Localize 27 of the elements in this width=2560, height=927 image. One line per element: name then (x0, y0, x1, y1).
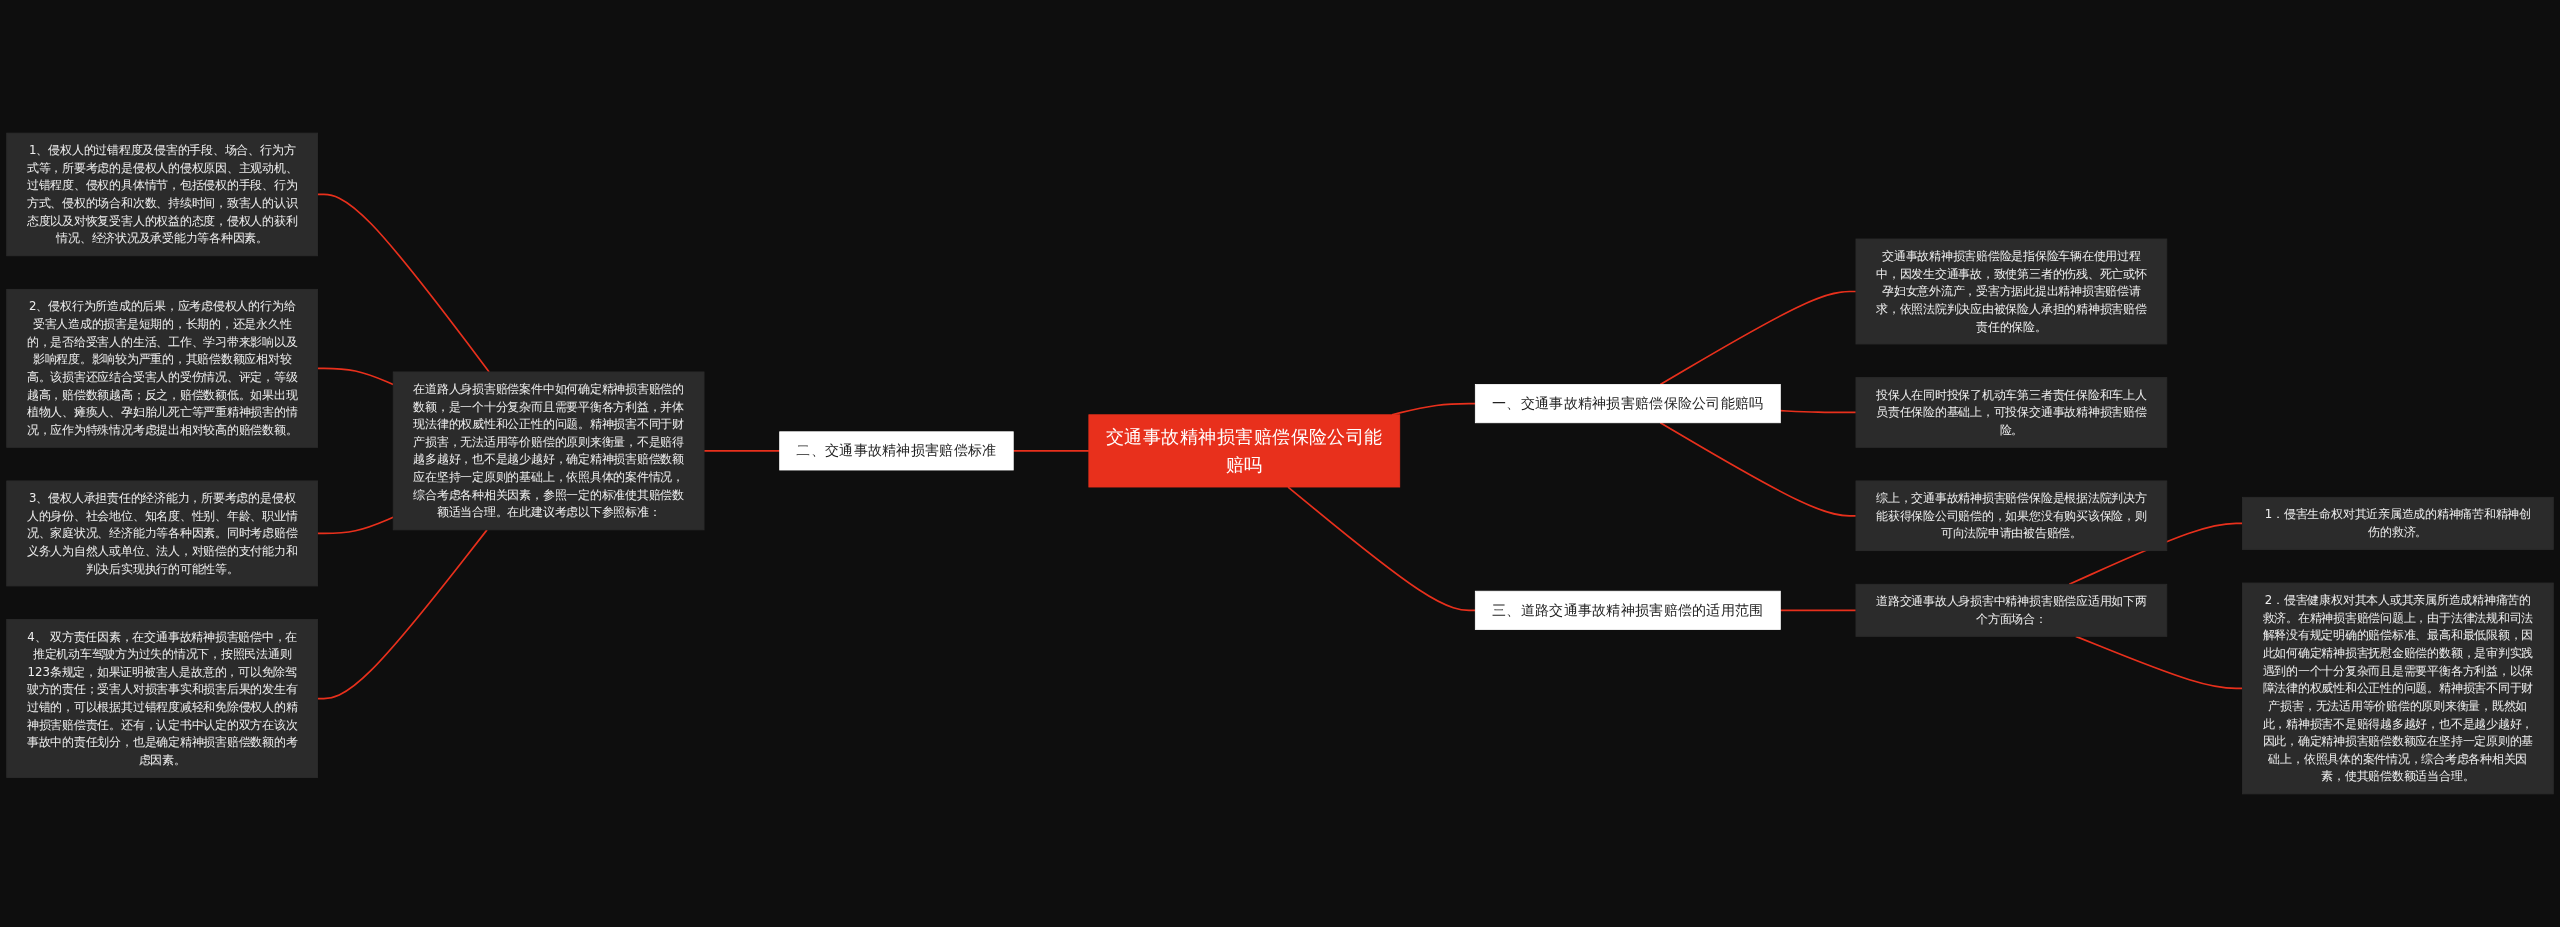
connector (1779, 409, 1857, 414)
connector (316, 367, 395, 386)
node-box: 交通事故精神损害赔偿保险公司能赔吗 (1088, 414, 1401, 488)
node-box: 1、侵权人的过错程度及侵害的手段、场合、行为方式等，所要考虑的是侵权人的侵权原因、主观动机、过错程度、侵权的具体情节，包括侵权的手段、行为方式、侵权的场合和次数、持续时间，致害人的认识态度以及对恢复受害人的权益的态度，侵权人的获利情况、经济状况及承受能力等各种因素。 (6, 132, 318, 257)
node-box: 一、交通事故精神损害赔偿保险公司能赔吗 (1474, 384, 1781, 424)
connector (316, 516, 395, 535)
node-box: 2、侵权行为所造成的后果，应考虑侵权人的行为给受害人造成的损害是短期的，长期的，还是永久性的，是否给受害人的生活、工作、学习带来影响以及影响程度。影响较为严重的，其赔偿数额应相对较高。该损害还应结合受害人的受伤情况、评定，等级越高，赔偿数额越高；反之，赔偿数额低。如果出现植物人、瘫痪人、孕妇胎儿死亡等严重精神损害的情况，应作为特殊情况考虑提出相对较高的赔偿数额。 (6, 288, 318, 448)
node-box: 三、道路交通事故精神损害赔偿的适用范围 (1474, 590, 1781, 630)
node-box: 二、交通事故精神损害赔偿标准 (779, 431, 1014, 471)
node-box: 4、 双方责任因素，在交通事故精神损害赔偿中，在推定机动车驾驶方为过失的情况下，按照民法通则123条规定，如果证明被害人是故意的，可以免除驾驶方的责任；受害人对损害事实和损害后果的发生有过错的，可以根据其过错程度减轻和免除侵权人的精神损害赔偿责任。还有，认定书中认定的双方在该次事故中的责任划分，也是确定精神损害赔偿数额的考虑因素。 (6, 619, 318, 778)
node-box: 道路交通事故人身损害中精神损害赔偿应适用如下两个方面场合： (1855, 583, 2168, 637)
connector (1659, 421, 1857, 517)
node-box: 2．侵害健康权对其本人或其亲属所造成精神痛苦的救济。在精神损害赔偿问题上，由于法律法规和司法解释没有规定明确的赔偿标准、最高和最低限额，因此如何确定精神损害抚慰金赔偿的数额，是审判实践遇到的一个十分复杂而且是需要平衡各方利益，以保障法律的权威性和公正性的问题。精神损害不同于财产损害，无法适用等价赔偿的原则来衡量，既然如此，精神损害不是赔得越多越好，也不是越少越好，因此，确定精神损害赔偿数额应在坚持一定原则的基础上，依照具体的案件情况，综合考虑各种相关因素，使其赔偿数额适当合理。 (2242, 582, 2554, 795)
node-box: 3、侵权人承担责任的经济能力，所要考虑的是侵权人的身份、社会地位、知名度、性别、年龄、职业情况、家庭状况、经济能力等各种因素。同时考虑赔偿义务人为自然人或单位、法人，对赔偿的支付能力和判决后实现执行的可能性等。 (6, 480, 318, 587)
node-box: 交通事故精神损害赔偿险是指保险车辆在使用过程中，因发生交通事故，致使第三者的伤残、死亡或怀孕妇女意外流产，受害方据此提出精神损害赔偿请求，依照法院判决应由被保险人承担的精神损害赔偿责任的保险。 (1855, 238, 2168, 345)
connector (1287, 486, 1477, 612)
connector (1659, 290, 1857, 386)
node-box: 在道路人身损害赔偿案件中如何确定精神损害赔偿的数额，是一个十分复杂而且需要平衡各方利益，并体现法律的权威性和公正性的问题。精神损害不同于财产损害，无法适用等价赔偿的原则来衡量，不是赔得越多越好，也不是越少越好，确定精神损害赔偿数额应在坚持一定原则的基础上，依照具体的案件情况，综合考虑各种相关因素，参照一定的标准使其赔偿数额适当合理。在此建议考虑以下参照标准： (392, 371, 705, 531)
connector (703, 450, 781, 452)
connector (2074, 635, 2244, 690)
connector (316, 529, 488, 700)
connector (1012, 450, 1090, 452)
node-box: 投保人在同时投保了机动车第三者责任保险和车上人员责任保险的基础上，可投保交通事故精神损害赔偿险。 (1855, 377, 2168, 448)
node-box: 1．侵害生命权对其近亲属造成的精神痛苦和精神创伤的救济。 (2242, 496, 2554, 550)
node-box: 综上，交通事故精神损害赔偿保险是根据法院判决方能获得保险公司赔偿的，如果您没有购买该保险，则可向法院申请由被告赔偿。 (1855, 480, 2168, 552)
connector (316, 193, 490, 373)
connector (1779, 609, 1857, 612)
